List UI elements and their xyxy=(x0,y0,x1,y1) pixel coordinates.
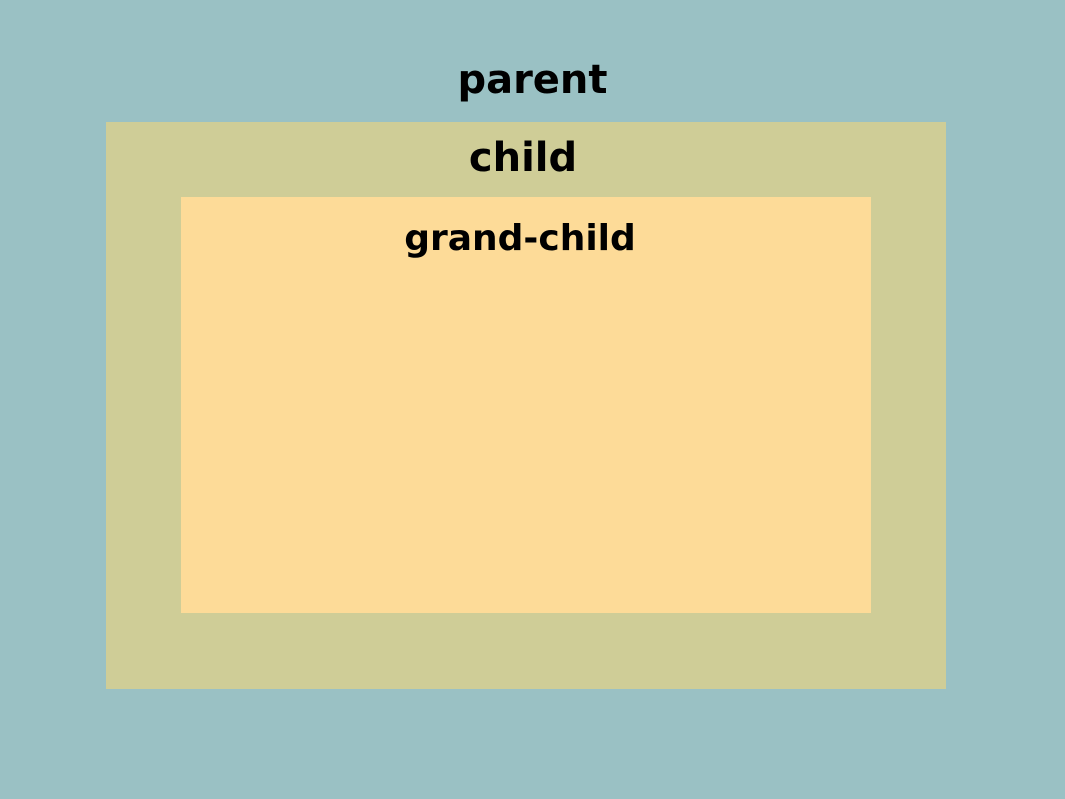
grand-child-label: grand-child xyxy=(404,218,636,259)
grand-child-box: grand-child xyxy=(181,197,871,613)
parent-label: parent xyxy=(457,57,608,103)
child-label: child xyxy=(468,135,578,181)
child-box: child grand-child xyxy=(106,122,946,689)
